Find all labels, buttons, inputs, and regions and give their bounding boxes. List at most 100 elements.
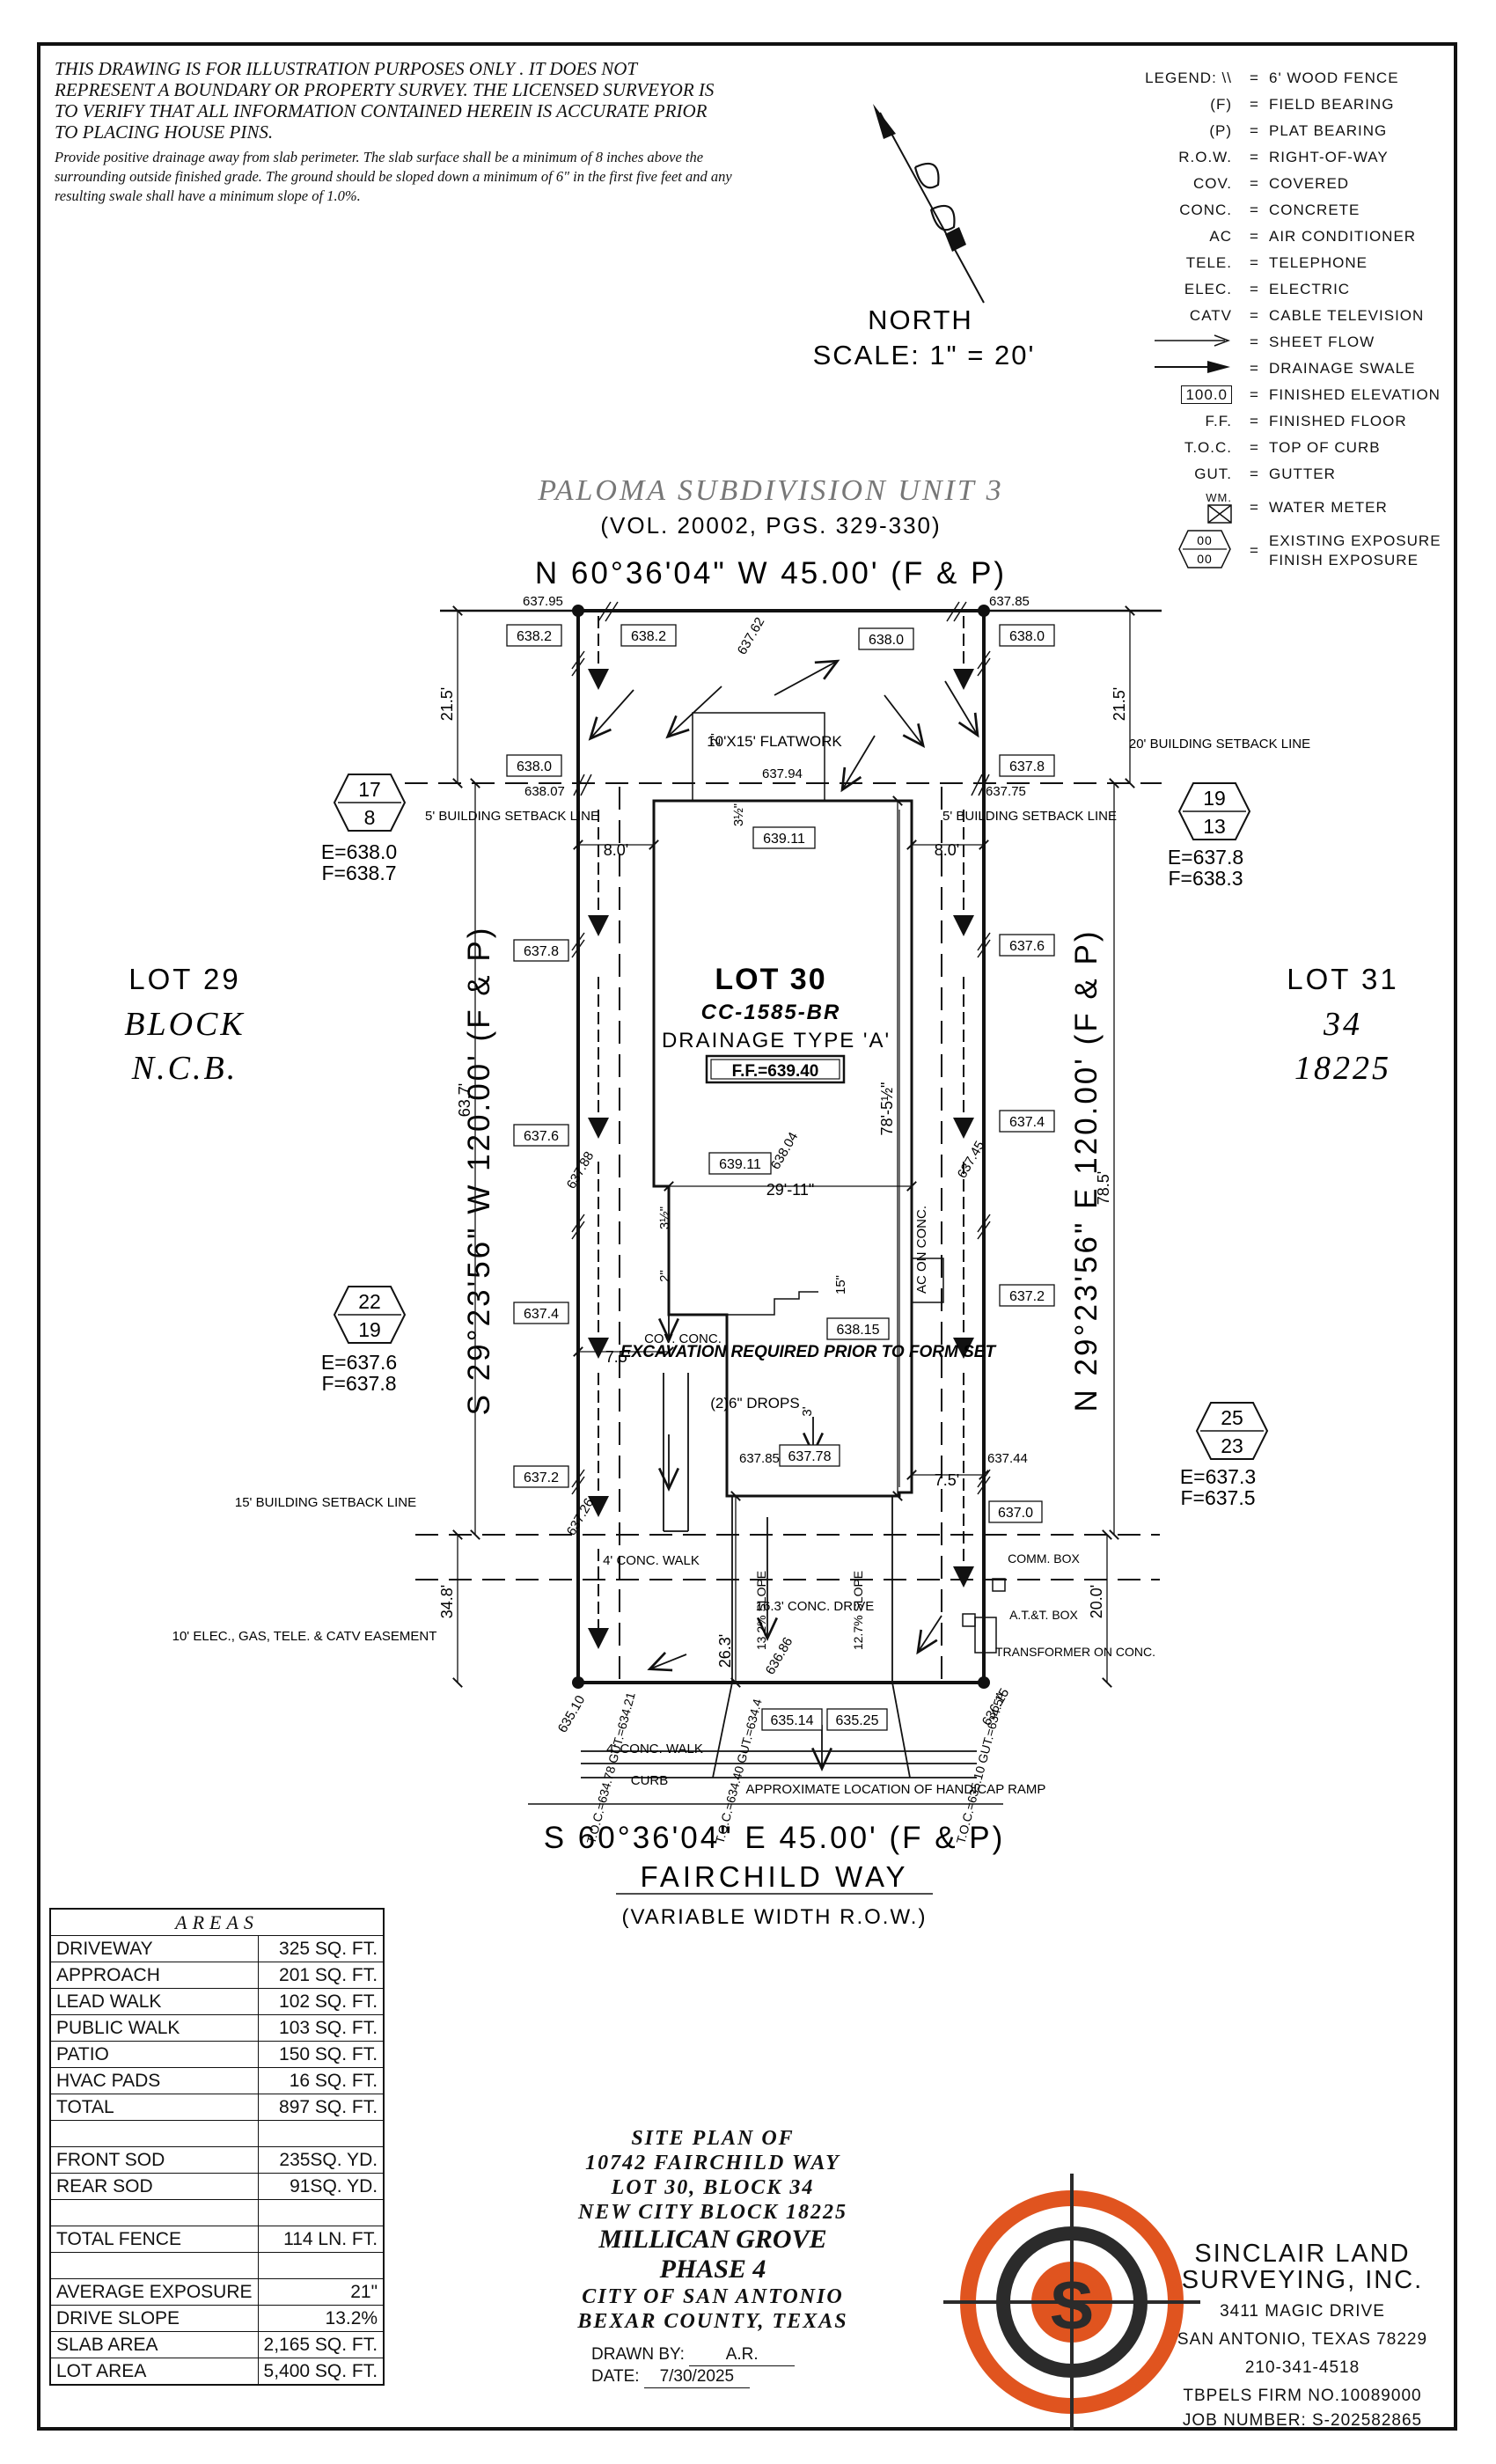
- lot-31-label: LOT 31: [1287, 963, 1398, 995]
- elev-box: 638.2: [631, 629, 666, 644]
- legend-desc: FINISHED ELEVATION: [1269, 386, 1441, 403]
- lot-30-label: LOT 30: [715, 963, 826, 996]
- legend-row: GUT.=GUTTER: [1100, 461, 1470, 488]
- job-number: JOB NUMBER: S-202582865: [1182, 2411, 1423, 2430]
- dim-label: 2": [708, 733, 723, 745]
- elev-box: 635.25: [836, 1713, 879, 1728]
- exposure-bottom: 13: [1203, 815, 1226, 838]
- area-label: FRONT SOD: [49, 2146, 259, 2174]
- legend-symbol: ELEC.: [1184, 281, 1232, 297]
- area-value: 2,165 SQ. FT.: [257, 2331, 385, 2358]
- att-box-icon: [962, 1613, 976, 1627]
- company-logo: S: [943, 2174, 1200, 2431]
- legend-desc: RIGHT-OF-WAY: [1269, 149, 1389, 165]
- county-line: BEXAR COUNTY, TEXAS: [577, 2310, 848, 2333]
- dim-label: 7.5': [605, 1348, 630, 1366]
- legend-symbol: CONC.: [1179, 202, 1232, 218]
- north-label: NORTH: [868, 304, 973, 335]
- legend-symbol: (P): [1209, 122, 1232, 139]
- logo-letter: S: [1050, 2269, 1095, 2343]
- handicap-ramp-label: APPROXIMATE LOCATION OF HANDICAP RAMP: [746, 1782, 1046, 1797]
- area-label: DRIVE SLOPE: [49, 2305, 259, 2332]
- water-meter-icon: [1207, 504, 1232, 524]
- exposure-nw: 17 8 E=638.0 F=638.7: [321, 774, 407, 884]
- elev-box: 637.4: [1009, 1115, 1045, 1130]
- east-boundary-bearing: N 29°23'56" E 120.00' (F & P): [1069, 929, 1104, 1412]
- corner-pin: [572, 1676, 584, 1689]
- drive-label: 16.3' CONC. DRIVE: [756, 1599, 875, 1614]
- public-walk-label: 4' CONC. WALK: [606, 1742, 703, 1756]
- area-value: 21": [257, 2278, 385, 2306]
- legend-desc: CABLE TELEVISION: [1269, 307, 1425, 324]
- company-phone: 210-341-4518: [1244, 2358, 1360, 2377]
- spot-elev: 637.26: [564, 1496, 598, 1538]
- exposure-bottom: 23: [1221, 1434, 1243, 1457]
- spot-elev: 635.10: [555, 1693, 589, 1735]
- sheet-border: [37, 42, 1457, 2431]
- legend-symbol: TELE.: [1185, 254, 1232, 271]
- exposure-ne: 19 13 E=637.8 F=638.3: [1168, 782, 1251, 890]
- spot-elev: 637.95: [523, 594, 563, 609]
- area-value: [257, 2199, 385, 2226]
- corner-pin: [572, 605, 584, 617]
- drainage-note: Provide positive drainage away from slab…: [55, 149, 732, 204]
- areas-title: AREAS: [49, 1908, 385, 1936]
- lot-labels: LOT 29 BLOCK N.C.B. LOT 31 34 18225 LOT …: [124, 963, 1398, 1087]
- svg-text:00: 00: [1197, 533, 1213, 547]
- legend-row: =SHEET FLOW: [1100, 329, 1470, 356]
- area-label: LEAD WALK: [49, 1988, 259, 2015]
- exposure-e: E=637.3: [1180, 1465, 1256, 1488]
- date-label: DATE:: [591, 2367, 640, 2386]
- area-value: 5,400 SQ. FT.: [257, 2358, 385, 2386]
- drawn-by-block: DRAWN BY: A.R. DATE: 7/30/2025: [591, 2344, 796, 2388]
- svg-text:00: 00: [1197, 552, 1213, 566]
- dim-label: 7.5': [935, 1471, 959, 1489]
- legend-desc: 6' WOOD FENCE: [1269, 70, 1399, 86]
- dim-label: 8.0': [604, 841, 628, 859]
- area-value: [257, 2120, 385, 2147]
- exposure-top: 17: [358, 778, 381, 801]
- area-value: 235SQ. YD.: [257, 2146, 385, 2174]
- area-label: [49, 2199, 259, 2226]
- title-block: SITE PLAN OF 10742 FAIRCHILD WAY LOT 30,…: [493, 2126, 933, 2334]
- dim-label: 20.0': [1088, 1585, 1105, 1618]
- company-block: SINCLAIR LAND SURVEYING, INC. 3411 MAGIC…: [1162, 2240, 1443, 2431]
- comm-box-icon: [992, 1578, 1006, 1592]
- setback-15-label: 15' BUILDING SETBACK LINE: [235, 1495, 416, 1510]
- dim-label: 29'-11": [766, 1181, 815, 1199]
- dim-label: 21.5': [438, 687, 456, 721]
- elev-box: 637.4: [524, 1307, 559, 1322]
- area-label: PUBLIC WALK: [49, 2014, 259, 2042]
- lot-29-ncb: N.C.B.: [131, 1050, 238, 1087]
- dim-label: 3': [800, 1406, 815, 1416]
- area-value: [257, 2252, 385, 2279]
- area-value: 114 LN. FT.: [257, 2226, 385, 2253]
- lot-29-block: BLOCK: [124, 1006, 245, 1043]
- slope-left-label: 13.2% SLOPE: [754, 1571, 768, 1650]
- legend-row: CONC.=CONCRETE: [1100, 197, 1470, 224]
- exposure-e: E=637.8: [1168, 846, 1243, 869]
- exposure-bottom: 8: [364, 806, 376, 829]
- cov-conc-label: COV. CONC.: [644, 1331, 722, 1346]
- dim-label: 3½": [731, 803, 746, 826]
- plan-notes: 10'X15' FLATWORK EXCAVATION REQUIRED PRI…: [172, 733, 1311, 1797]
- exposure-top: 25: [1221, 1406, 1243, 1429]
- south-boundary-bearing: S 60°36'04" E 45.00' (F & P): [544, 1821, 1006, 1855]
- legend-desc: SHEET FLOW: [1269, 334, 1375, 350]
- area-label: TOTAL FENCE: [49, 2226, 259, 2253]
- elev-box: 638.15: [837, 1323, 880, 1338]
- curb-label: CURB: [631, 1773, 669, 1788]
- att-box-label: A.T.&T. BOX: [1009, 1608, 1078, 1622]
- transformer-label: TRANSFORMER ON CONC.: [995, 1645, 1155, 1659]
- exposure-bottom: 19: [358, 1318, 381, 1341]
- legend-desc: TOP OF CURB: [1269, 439, 1381, 456]
- conc-walk-label: 4' CONC. WALK: [603, 1553, 700, 1568]
- area-value: 13.2%: [257, 2305, 385, 2332]
